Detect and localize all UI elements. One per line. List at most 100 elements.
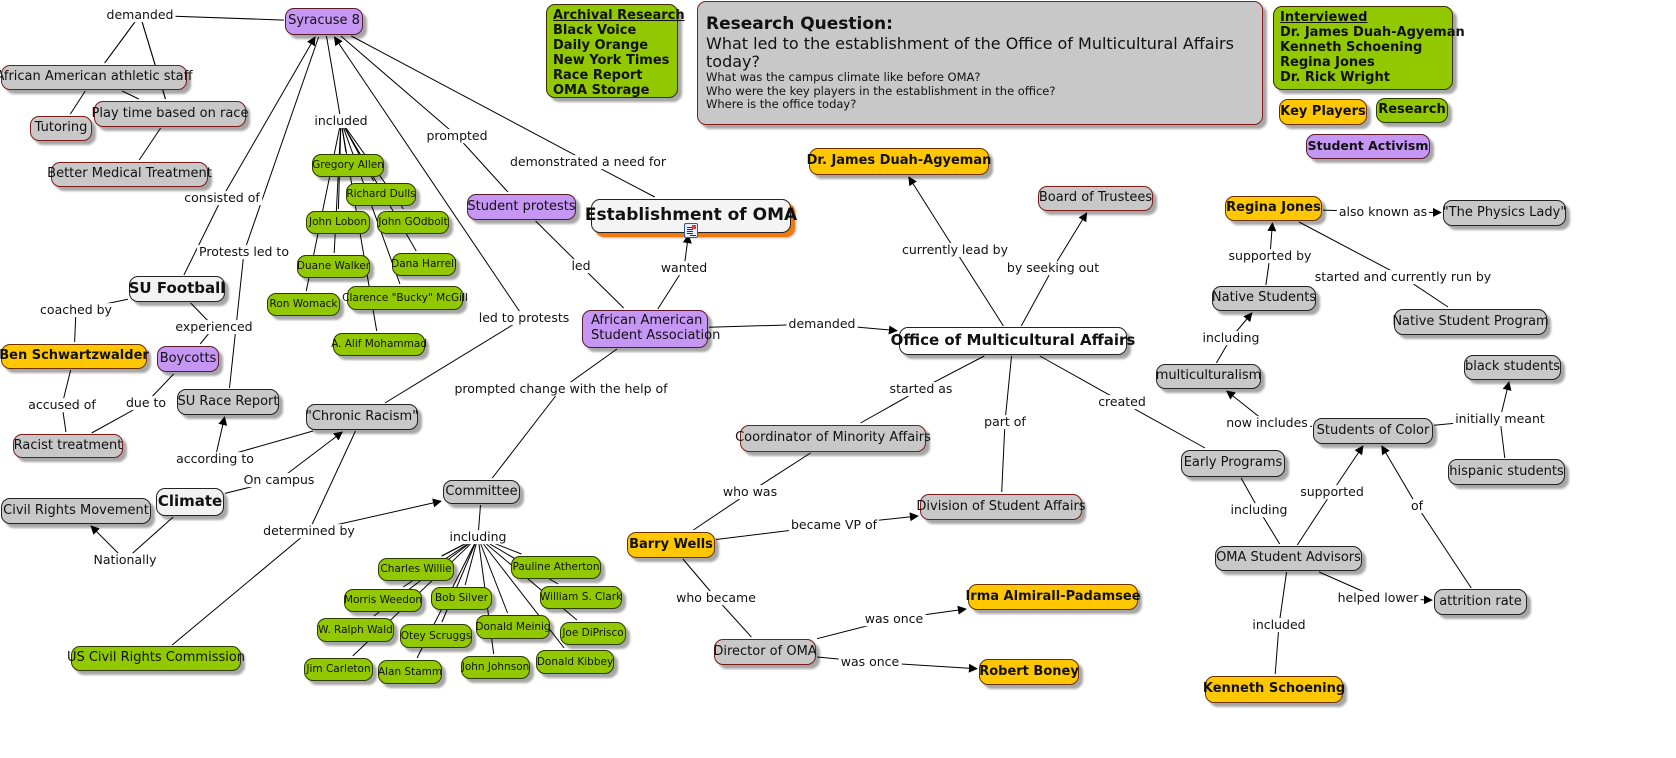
archival-research-legend[interactable]: Archival Research Black Voice Daily Oran… <box>546 4 685 98</box>
link-label-created[interactable]: created <box>1096 394 1148 410</box>
concept-node-hispanic[interactable]: hispanic students <box>1448 459 1565 485</box>
link-label-aka[interactable]: also known as <box>1336 204 1430 220</box>
concept-node-regina[interactable]: Regina Jones <box>1225 196 1322 221</box>
concept-node-kenneth[interactable]: Kenneth Schoening <box>1203 676 1345 703</box>
research-question-box[interactable]: Research Question: What led to the estab… <box>697 1 1263 125</box>
concept-node-medical[interactable]: Better Medical Treatment <box>47 162 212 187</box>
link-label-of[interactable]: of <box>1408 498 1426 514</box>
link-label-experienced[interactable]: experienced <box>173 319 255 335</box>
link-label-led[interactable]: led <box>569 258 593 274</box>
concept-node-d-meinig[interactable]: Donald Meinig <box>475 615 551 639</box>
concept-node-climate[interactable]: Climate <box>156 488 224 516</box>
link-label-supported[interactable]: supported <box>1298 484 1366 500</box>
concept-node-d-walker[interactable]: Duane Walker <box>297 255 370 278</box>
link-label-seeking[interactable]: by seeking out <box>1004 260 1102 276</box>
link-label-included1[interactable]: included <box>312 113 370 129</box>
link-label-started-run[interactable]: started and currently run by <box>1312 269 1494 285</box>
concept-node-trustees[interactable]: Board of Trustees <box>1038 186 1153 211</box>
concept-node-c-willie[interactable]: Charles Willie <box>378 558 454 581</box>
concept-node-black-students[interactable]: black students <box>1464 355 1561 380</box>
concept-node-race-report[interactable]: SU Race Report <box>177 389 279 415</box>
concept-node-a-stamm[interactable]: Alan Stamm <box>378 660 442 684</box>
link-label-supported-by[interactable]: supported by <box>1226 248 1314 264</box>
link-label-who-was[interactable]: who was <box>720 484 780 500</box>
concept-node-oma[interactable]: Office of Multicultural Affairs <box>891 327 1135 355</box>
link-label-including2[interactable]: including <box>1200 330 1262 346</box>
concept-node-j-carleton[interactable]: Jim Carleton <box>304 658 373 681</box>
link-label-prompted-change[interactable]: prompted change with the help of <box>452 381 670 397</box>
link-label-need[interactable]: demonstrated a need for <box>507 154 669 170</box>
link-label-led-protests[interactable]: led to protests <box>476 310 572 326</box>
link-label-was-once2[interactable]: was once <box>838 654 902 670</box>
legend-research[interactable]: Research <box>1376 98 1448 123</box>
concept-node-barry[interactable]: Barry Wells <box>627 532 715 558</box>
concept-node-soc[interactable]: Students of Color <box>1313 418 1433 444</box>
concept-node-r-womack[interactable]: Ron Womack <box>267 293 340 316</box>
concept-node-dsa[interactable]: Division of Student Affairs <box>916 494 1086 520</box>
concept-node-nsp[interactable]: Native Student Program <box>1392 309 1549 335</box>
concept-node-w-wald[interactable]: W. Ralph Wald <box>317 618 394 642</box>
concept-node-aasa[interactable]: African American Student Association <box>582 310 720 348</box>
link-label-prompted[interactable]: prompted <box>424 128 490 144</box>
link-label-consisted[interactable]: consisted of <box>182 190 262 206</box>
concept-node-student-protests[interactable]: Student protests <box>467 194 576 220</box>
concept-node-tutoring[interactable]: Tutoring <box>30 116 92 141</box>
concept-node-duah[interactable]: Dr. James Duah-Agyeman <box>807 148 991 175</box>
link-label-now-includes[interactable]: now includes <box>1224 415 1310 431</box>
concept-node-multi[interactable]: multiculturalism <box>1156 364 1261 389</box>
concept-node-p-atherton[interactable]: Pauline Atherton <box>511 556 601 579</box>
link-label-including3[interactable]: including <box>1228 502 1290 518</box>
concept-node-director[interactable]: Director of OMA <box>713 639 817 665</box>
legend-key-players[interactable]: Key Players <box>1279 99 1367 125</box>
concept-node-w-clark[interactable]: William S. Clark <box>540 586 622 609</box>
link-label-started-as[interactable]: started as <box>887 381 955 397</box>
concept-node-j-johnson[interactable]: John Johnson <box>461 656 530 679</box>
link-label-was-once1[interactable]: was once <box>862 611 926 627</box>
link-label-who-became[interactable]: who became <box>674 590 758 606</box>
concept-node-native-students[interactable]: Native Students <box>1212 286 1316 311</box>
concept-node-r-dulls[interactable]: Richard Dulls <box>346 183 416 206</box>
concept-node-j-godbolt[interactable]: John GOdbolt <box>377 211 449 234</box>
concept-node-d-kibbey[interactable]: Donald Kibbey <box>536 650 614 674</box>
concept-node-physics[interactable]: "The Physics Lady" <box>1443 200 1566 226</box>
concept-node-boney[interactable]: Robert Boney <box>979 659 1079 685</box>
concept-node-d-harrell[interactable]: Dana Harrell <box>391 253 457 276</box>
link-label-lead-by[interactable]: currently lead by <box>900 242 1010 258</box>
concept-node-chronic[interactable]: "Chronic Racism" <box>306 404 418 430</box>
concept-node-crm[interactable]: Civil Rights Movement <box>1 498 151 524</box>
link-label-demanded1[interactable]: demanded <box>104 7 176 23</box>
link-label-oncampus[interactable]: On campus <box>241 472 317 488</box>
link-label-coached[interactable]: coached by <box>38 302 114 318</box>
concept-node-c-mcgill[interactable]: Clarence "Bucky" McGill <box>342 286 468 310</box>
concept-node-a-mohammad[interactable]: A. Alif Mohammad <box>331 333 427 356</box>
concept-node-attrition[interactable]: attrition rate <box>1434 589 1527 615</box>
link-label-part-of[interactable]: part of <box>982 414 1028 430</box>
concept-node-irma[interactable]: Irma Almirall-Padamsee <box>965 584 1141 610</box>
concept-node-advisors[interactable]: OMA Student Advisors <box>1215 546 1362 571</box>
link-label-protests-led[interactable]: Protests led to <box>197 244 291 260</box>
concept-node-boycotts[interactable]: Boycotts <box>157 346 219 372</box>
concept-node-g-allen[interactable]: Gregory Allen <box>312 154 384 177</box>
document-resource-icon[interactable] <box>684 223 698 238</box>
link-label-initially[interactable]: initially meant <box>1453 411 1547 427</box>
link-label-wanted[interactable]: wanted <box>658 260 710 276</box>
concept-node-j-diprisco[interactable]: Joe DiPrisco <box>560 622 626 645</box>
legend-student-activism[interactable]: Student Activism <box>1306 134 1430 159</box>
concept-node-m-weedon[interactable]: Morris Weedon <box>344 589 422 612</box>
concept-node-racist[interactable]: Racist treatment <box>13 434 123 458</box>
concept-node-o-scruggs[interactable]: Otey Scruggs <box>400 624 472 648</box>
concept-node-j-lobon[interactable]: John Lobon <box>306 211 370 234</box>
concept-node-playtime[interactable]: Play time based on race <box>92 101 248 127</box>
concept-node-syr8[interactable]: Syracuse 8 <box>285 8 363 35</box>
concept-node-ben[interactable]: Ben Schwartzwalder <box>0 344 149 369</box>
link-label-including1[interactable]: including <box>447 529 509 545</box>
concept-node-uscrc[interactable]: US Civil Rights Commission <box>67 646 245 671</box>
concept-node-early[interactable]: Early Programs <box>1181 450 1285 477</box>
concept-node-su-football[interactable]: SU Football <box>129 276 225 302</box>
link-label-vp[interactable]: became VP of <box>788 517 880 533</box>
link-label-nationally[interactable]: Nationally <box>91 552 159 568</box>
link-label-according[interactable]: according to <box>174 451 256 467</box>
concept-node-coord[interactable]: Coordinator of Minority Affairs <box>735 425 931 452</box>
link-label-determined[interactable]: determined by <box>261 523 357 539</box>
interviewed-legend[interactable]: Interviewed Dr. James Duah-Agyeman Kenne… <box>1273 6 1465 90</box>
